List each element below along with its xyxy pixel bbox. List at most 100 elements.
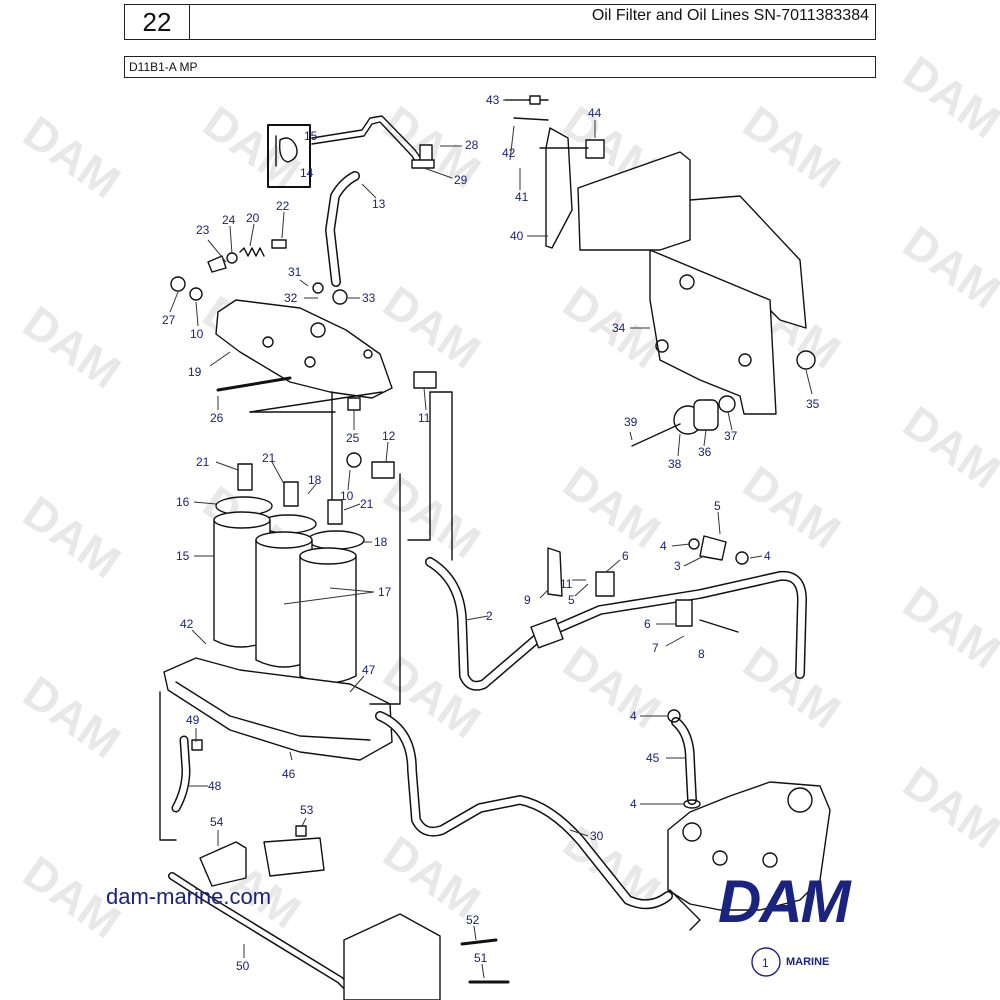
callout-42: 42 <box>502 146 516 160</box>
pump-fitting <box>669 889 701 931</box>
washer-4 <box>688 538 700 550</box>
plug-27 <box>170 276 186 292</box>
callout-17: 17 <box>378 585 392 599</box>
bolt-25 <box>347 397 361 411</box>
banjo-bolt-28 <box>419 144 433 162</box>
callout-10: 10 <box>190 327 204 341</box>
callout-30: 30 <box>590 829 604 843</box>
oil-pipe-45-inner <box>672 718 696 804</box>
washer-24 <box>226 252 238 264</box>
oil-hose-13-inner <box>326 172 359 286</box>
callout-4: 4 <box>630 797 637 811</box>
bracket-54 <box>199 841 247 887</box>
clamp-bracket-9 <box>547 547 563 597</box>
pump-port <box>787 787 813 813</box>
washer-10b <box>346 452 362 468</box>
callout-4: 4 <box>764 549 771 563</box>
leader-frame <box>369 473 401 705</box>
callout-29: 29 <box>454 173 468 187</box>
bolt-26 <box>216 376 292 392</box>
oil-pipe-2-inner <box>426 558 806 690</box>
port <box>310 322 326 338</box>
callout-51: 51 <box>474 951 488 965</box>
rubber-mount-36 <box>693 399 719 431</box>
watermark-text: DAM <box>14 486 130 589</box>
fitting-11 <box>413 371 437 389</box>
cap-35 <box>796 350 816 370</box>
callout-38: 38 <box>668 457 682 471</box>
logo-subtitle: MARINE <box>786 956 830 968</box>
callout-22: 22 <box>276 199 290 213</box>
bolt-42 <box>513 117 549 121</box>
spring-20 <box>239 247 265 257</box>
callout-39: 39 <box>624 415 638 429</box>
badge-number: 1 <box>762 956 769 970</box>
website-link[interactable]: dam-marine.com <box>106 884 272 909</box>
watermark-text: DAM <box>554 456 670 559</box>
callout-37: 37 <box>724 429 738 443</box>
callout-21: 21 <box>262 451 276 465</box>
filter-housing-19 <box>215 299 393 399</box>
washer-10 <box>189 287 203 301</box>
washer-37 <box>718 395 736 413</box>
bolt-39 <box>631 423 681 447</box>
pipe-sleeve <box>530 617 564 649</box>
callout-labels: 43 44 42 41 40 15 14 28 29 13 23 24 20 2… <box>162 93 820 973</box>
callout-21: 21 <box>196 455 210 469</box>
callout-53: 53 <box>300 803 314 817</box>
bracket-hole <box>738 353 752 367</box>
nut-33 <box>332 289 348 305</box>
spring-21 <box>237 463 253 491</box>
callout-50: 50 <box>236 959 250 973</box>
pump-port <box>762 852 778 868</box>
callout-10: 10 <box>340 489 354 503</box>
model-label: D11B1-A MP <box>124 56 876 78</box>
filter-top <box>213 511 271 529</box>
watermark-text: DAM <box>894 576 1000 679</box>
watermark-text: DAM <box>734 96 850 199</box>
seal-ring-18 <box>307 530 365 550</box>
drip-tray-46 <box>163 657 393 761</box>
plug-23 <box>207 255 227 273</box>
bracket-upper-34 <box>577 151 691 251</box>
callout-36: 36 <box>698 445 712 459</box>
callout-19: 19 <box>188 365 202 379</box>
hose-clamp-part <box>278 137 298 163</box>
piston-22 <box>271 239 287 249</box>
upper-oil-pipe <box>311 115 423 161</box>
callout-6: 6 <box>644 617 651 631</box>
callout-2: 2 <box>486 609 493 623</box>
washer-29 <box>411 159 435 169</box>
callout-44: 44 <box>588 106 602 120</box>
spring-21 <box>283 481 299 507</box>
watermark-text: DAM <box>894 46 1000 149</box>
clamp-6 <box>595 571 615 597</box>
watermark-layer: DAM DAM DAM DAM DAM DAM DAM DAM DAM DAM … <box>14 46 1000 949</box>
callout-52: 52 <box>466 913 480 927</box>
callout-3: 3 <box>674 559 681 573</box>
callout-23: 23 <box>196 223 210 237</box>
callout-40: 40 <box>510 229 524 243</box>
bracket-40 <box>545 127 573 249</box>
callout-45: 45 <box>646 751 660 765</box>
callout-7: 7 <box>652 641 659 655</box>
oil-filter-17b <box>299 555 357 684</box>
spacer-44 <box>585 139 605 159</box>
watermark-text: DAM <box>14 106 130 209</box>
bolt-8 <box>699 619 739 633</box>
filter-top <box>255 531 313 549</box>
upper-oil-pipe-edge <box>311 121 419 167</box>
detail-box-clamp <box>267 124 311 188</box>
oil-pipe-30-inner <box>376 712 672 908</box>
callout-6: 6 <box>622 549 629 563</box>
fitting-12 <box>371 461 395 479</box>
pump-port <box>682 822 702 842</box>
callout-14: 14 <box>300 166 314 180</box>
callout-8: 8 <box>698 647 705 661</box>
oil-pump-housing <box>667 781 831 911</box>
callout-5: 5 <box>714 499 721 513</box>
callout-26: 26 <box>210 411 224 425</box>
callout-54: 54 <box>210 815 224 829</box>
port <box>363 349 373 359</box>
